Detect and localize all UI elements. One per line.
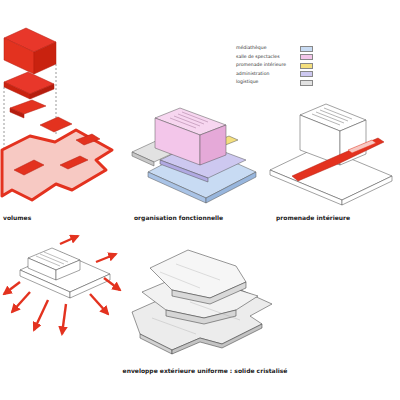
legend-row: logistique xyxy=(236,78,314,85)
legend-swatch xyxy=(300,71,313,77)
legend-swatch xyxy=(300,80,313,86)
legend-text: médiathèque xyxy=(236,44,267,51)
envelope-sketch xyxy=(132,250,272,354)
caption-label: volumes xyxy=(3,215,31,222)
legend-row: promenade intérieure xyxy=(236,61,314,68)
legend-text: salle de spectacles xyxy=(236,53,280,60)
legend-swatch xyxy=(300,63,313,69)
legend-text: promenade intérieure xyxy=(236,61,286,68)
caption-label: organisation fonctionnelle xyxy=(134,215,223,222)
caption-label: enveloppe extérieure uniforme : solide c… xyxy=(123,368,288,375)
legend-swatch xyxy=(300,54,313,60)
legend-row: administration xyxy=(236,70,314,77)
flows-sketch xyxy=(4,236,120,334)
legend-row: salle de spectacles xyxy=(236,53,314,60)
legend-text: administration xyxy=(236,70,269,77)
caption-label: promenade intérieure xyxy=(276,215,350,222)
volumes-sketch xyxy=(2,28,112,200)
functional-sketch xyxy=(132,108,256,203)
promenade-sketch xyxy=(270,104,392,205)
legend-swatch xyxy=(300,46,313,52)
legend-row: médiathèque xyxy=(236,44,314,51)
legend-text: logistique xyxy=(236,78,258,85)
